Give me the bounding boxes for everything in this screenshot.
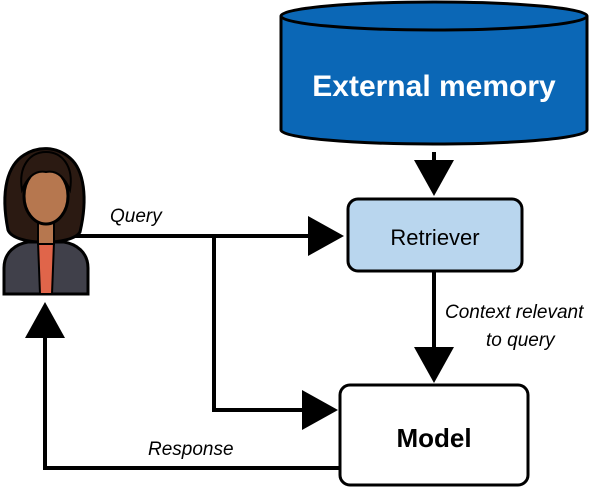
retriever-node: Retriever (346, 197, 524, 273)
query-label: Query (110, 206, 163, 227)
user-avatar-icon (2, 147, 90, 296)
external-memory-node: External memory (279, 0, 589, 146)
external-memory-label: External memory (312, 70, 556, 103)
retriever-label: Retriever (390, 225, 479, 250)
model-label: Model (396, 423, 471, 453)
model-node: Model (338, 383, 530, 487)
response-arrow (25, 302, 340, 470)
context-label-line1: Context relevant (445, 302, 584, 323)
context-label-line2: to query (486, 330, 556, 351)
response-label: Response (148, 439, 234, 460)
query-to-model-arrow (212, 236, 338, 430)
